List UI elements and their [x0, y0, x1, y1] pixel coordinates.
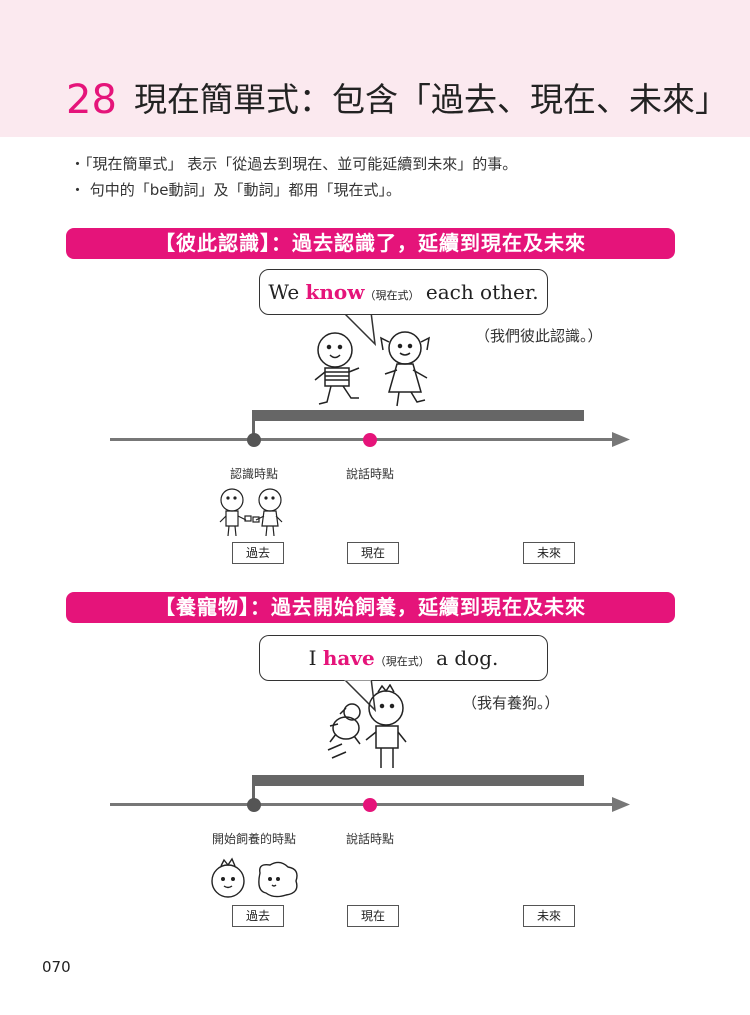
bullet-point: ・「現在簡單式」 表示「從過去到現在、並可能延續到未來」的事。	[70, 155, 518, 173]
duration-bar	[253, 775, 584, 786]
duration-bar	[253, 410, 584, 421]
bubble-tail-cover	[344, 310, 371, 313]
tense-tag: （現在式）	[374, 655, 430, 668]
future-box: 未來	[523, 542, 575, 564]
arrow-head-icon	[612, 432, 630, 447]
section-banner: 【養寵物】：過去開始飼養，延續到現在及未來	[66, 592, 675, 623]
past-box: 過去	[232, 905, 284, 927]
sentence-text: I	[308, 646, 323, 670]
now-box: 現在	[347, 542, 399, 564]
past-point-label: 開始飼養的時點	[212, 832, 297, 846]
chapter-number: 28	[66, 77, 117, 123]
sentence-text: each other.	[419, 280, 539, 304]
speech-bubble: I have（現在式） a dog.	[259, 635, 548, 681]
speech-bubble-tail	[342, 311, 377, 346]
past-point-marker	[247, 798, 261, 812]
translation: （我們彼此認識。）	[475, 327, 603, 345]
past-box: 過去	[232, 542, 284, 564]
duration-bar-start	[252, 775, 255, 805]
future-box: 未來	[523, 905, 575, 927]
small-kids-illustration	[219, 488, 283, 537]
past-point-label: 認識時點	[230, 467, 279, 481]
speech-bubble-tail	[342, 677, 377, 713]
kids-illustration	[314, 331, 430, 407]
small-boy-dog-illustration	[211, 857, 298, 898]
verb-highlight: know	[305, 280, 365, 304]
chapter-header	[0, 0, 750, 137]
sentence-text: We	[268, 280, 306, 304]
verb-highlight: have	[322, 646, 375, 670]
duration-bar-start	[252, 410, 255, 440]
chapter-title: 現在簡單式：包含「過去、現在、未來」	[134, 80, 728, 119]
past-point-marker	[247, 433, 261, 447]
boy-dog-illustration	[327, 684, 407, 768]
now-point-marker	[363, 798, 377, 812]
translation: （我有養狗。）	[462, 694, 560, 712]
now-point-marker	[363, 433, 377, 447]
sentence-text: a dog.	[429, 646, 499, 670]
section-banner: 【彼此認識】：過去認識了，延續到現在及未來	[66, 228, 675, 259]
now-point-label: 說話時點	[346, 832, 395, 846]
tense-tag: （現在式）	[364, 289, 420, 302]
bullet-point: ・ 句中的「be動詞」及「動詞」都用「現在式」。	[70, 181, 402, 199]
bubble-tail-cover	[344, 677, 371, 681]
speech-bubble: We know（現在式） each other.	[259, 269, 548, 315]
now-point-label: 說話時點	[346, 467, 395, 481]
now-box: 現在	[347, 905, 399, 927]
page-number: 070	[42, 958, 71, 976]
arrow-head-icon	[612, 797, 630, 812]
